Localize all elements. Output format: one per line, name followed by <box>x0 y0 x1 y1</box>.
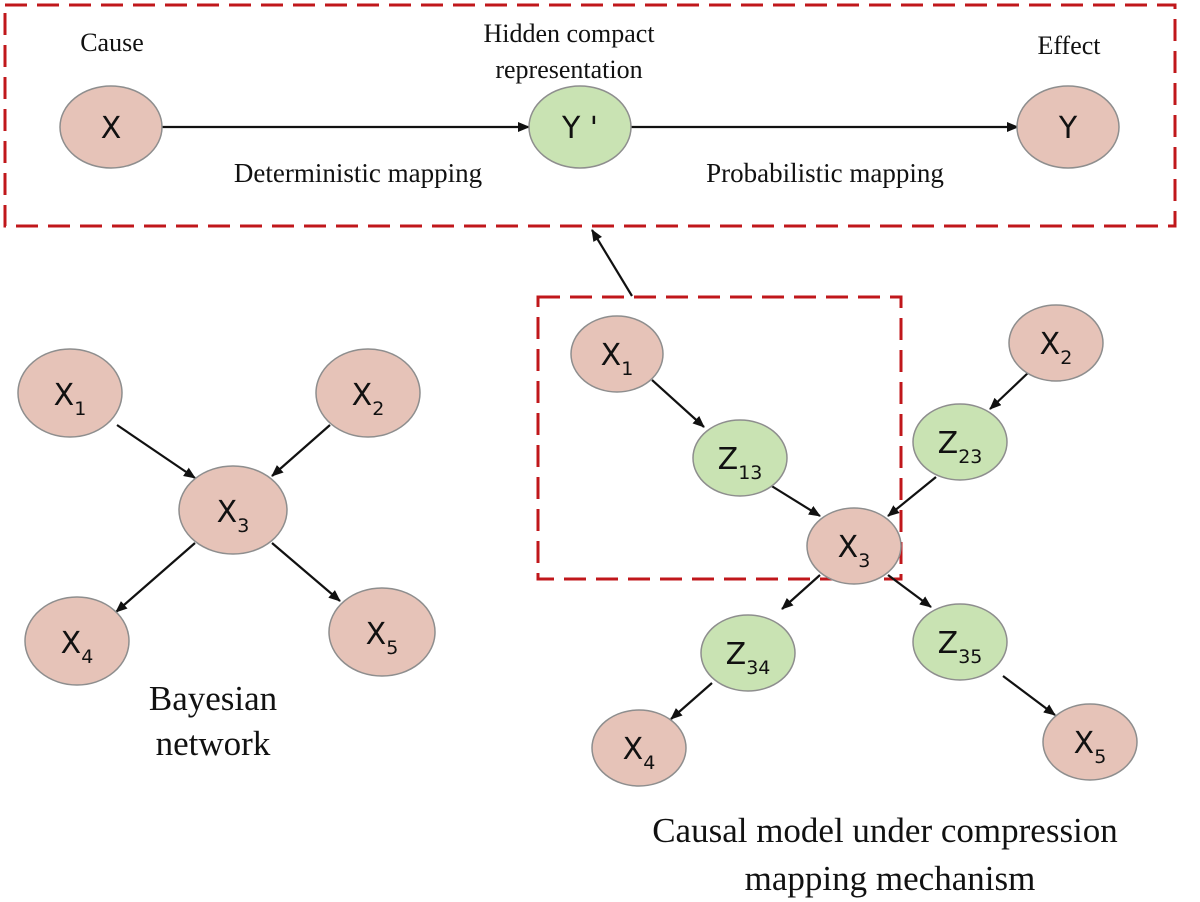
svg-text:X5: X5 <box>366 617 399 659</box>
cm-node-x3: X3 <box>806 507 902 585</box>
causal-caption-line1: Causal model under compression <box>652 811 1118 850</box>
cm-edge-z35-x5 <box>1002 675 1056 716</box>
svg-text:Z35: Z35 <box>938 626 983 668</box>
node-y-prime: Y ' <box>528 85 632 169</box>
bayesian-edges <box>115 424 341 613</box>
svg-text:X3: X3 <box>838 530 871 572</box>
node-y: Y <box>1016 85 1120 169</box>
causal-edges <box>651 370 1056 720</box>
cm-node-x1: X1 <box>570 315 664 393</box>
svg-text:X1: X1 <box>601 338 634 380</box>
bn-edge-x3-x4 <box>115 542 196 613</box>
deterministic-mapping-label: Deterministic mapping <box>234 158 482 188</box>
cm-edge-z34-x4 <box>670 682 713 720</box>
cm-node-z34: Z34 <box>700 614 796 692</box>
cause-caption: Cause <box>80 28 144 57</box>
svg-text:X: X <box>101 111 122 146</box>
effect-caption: Effect <box>1037 31 1101 60</box>
node-x: X <box>59 85 163 169</box>
svg-text:X2: X2 <box>1040 327 1073 369</box>
bn-node-x2: X2 <box>315 348 421 438</box>
cm-edge-x3-z34 <box>781 574 821 610</box>
cm-edge-z23-x3 <box>887 476 937 517</box>
cm-edge-x3-z35 <box>887 574 932 608</box>
svg-text:Y: Y <box>1058 111 1078 146</box>
hidden-caption-line1: Hidden compact <box>483 19 655 48</box>
probabilistic-mapping-label: Probabilistic mapping <box>706 158 944 188</box>
bayesian-caption-line2: network <box>156 724 271 763</box>
svg-text:Z23: Z23 <box>938 426 983 468</box>
svg-text:X2: X2 <box>352 378 385 420</box>
cm-node-z13: Z13 <box>692 419 788 497</box>
bn-node-x5: X5 <box>328 587 436 677</box>
svg-text:X3: X3 <box>217 495 250 537</box>
cm-node-z23: Z23 <box>912 403 1008 481</box>
bn-edge-x1-x3 <box>116 424 196 479</box>
edge-frame-to-top-panel <box>591 229 633 297</box>
cm-edge-x1-z13 <box>651 379 705 428</box>
hidden-caption-line2: representation <box>495 55 642 84</box>
svg-text:X5: X5 <box>1074 726 1107 768</box>
top-panel-dashed-frame <box>3 3 1177 228</box>
bn-node-x4: X4 <box>24 596 130 686</box>
cm-edge-x2-z23 <box>989 370 1031 410</box>
cm-node-x2: X2 <box>1008 304 1104 382</box>
cm-node-x4: X4 <box>591 709 687 787</box>
cm-node-z35: Z35 <box>912 603 1008 681</box>
svg-text:Z34: Z34 <box>726 637 771 679</box>
svg-text:X4: X4 <box>61 626 94 668</box>
svg-text:Z13: Z13 <box>718 442 763 484</box>
svg-text:Y ': Y ' <box>561 111 598 146</box>
cm-node-x5: X5 <box>1042 703 1138 781</box>
bn-node-x1: X1 <box>17 348 123 438</box>
svg-text:X4: X4 <box>623 732 656 774</box>
bn-edge-x2-x3 <box>271 424 331 477</box>
bn-node-x3: X3 <box>178 465 288 555</box>
bn-edge-x3-x5 <box>271 542 341 602</box>
bayesian-caption-line1: Bayesian <box>149 679 277 718</box>
causal-dashed-frame <box>536 295 903 581</box>
svg-text:X1: X1 <box>54 378 87 420</box>
causal-caption-line2: mapping mechanism <box>745 859 1036 898</box>
cm-edge-z13-x3 <box>769 484 821 517</box>
